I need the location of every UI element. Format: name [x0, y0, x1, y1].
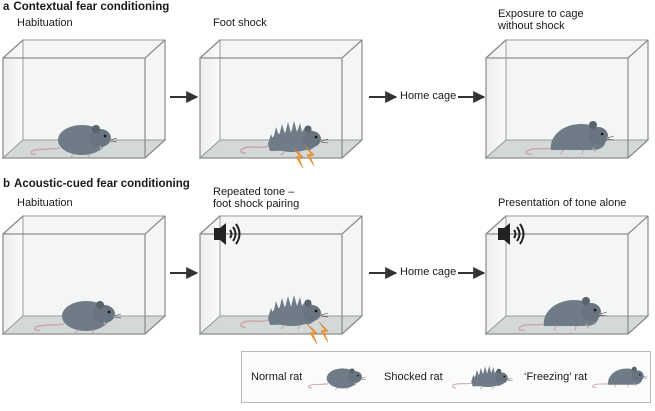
- legend-rat-shocked-icon: [452, 365, 514, 390]
- row-a-stage1-label: Habituation: [17, 17, 73, 29]
- row-a-stage3-label-line1: Exposure to cage: [498, 8, 584, 20]
- legend-freezing-label: ‘Freezing’ rat: [524, 371, 588, 383]
- legend-shocked-label: Shocked rat: [384, 371, 443, 383]
- row-a-between-label: Home cage: [400, 90, 457, 102]
- section-a-letter: a: [3, 1, 10, 13]
- row-a-stage3-label-line2: without shock: [498, 20, 565, 32]
- row-a-stage2-label: Foot shock: [213, 17, 267, 29]
- legend-normal-label: Normal rat: [251, 371, 303, 383]
- row-b-stage2-label-line1: Repeated tone –: [213, 186, 295, 198]
- row-b-between-label: Home cage: [400, 266, 457, 278]
- row-b-stage1-label: Habituation: [17, 197, 73, 209]
- row-b-stage2-label-line2: foot shock pairing: [213, 198, 300, 210]
- row-b-stage3-label: Presentation of tone alone: [498, 197, 627, 209]
- section-a-title: Contextual fear conditioning: [13, 1, 170, 13]
- section-b-letter: b: [3, 178, 11, 190]
- legend: Normal rat Shocked rat ‘Freezing’ rat: [241, 351, 651, 403]
- legend-rat-freezing-icon: [592, 366, 648, 388]
- section-b-title: Acoustic-cued fear conditioning: [14, 178, 190, 190]
- legend-rat-normal-icon: [308, 367, 367, 391]
